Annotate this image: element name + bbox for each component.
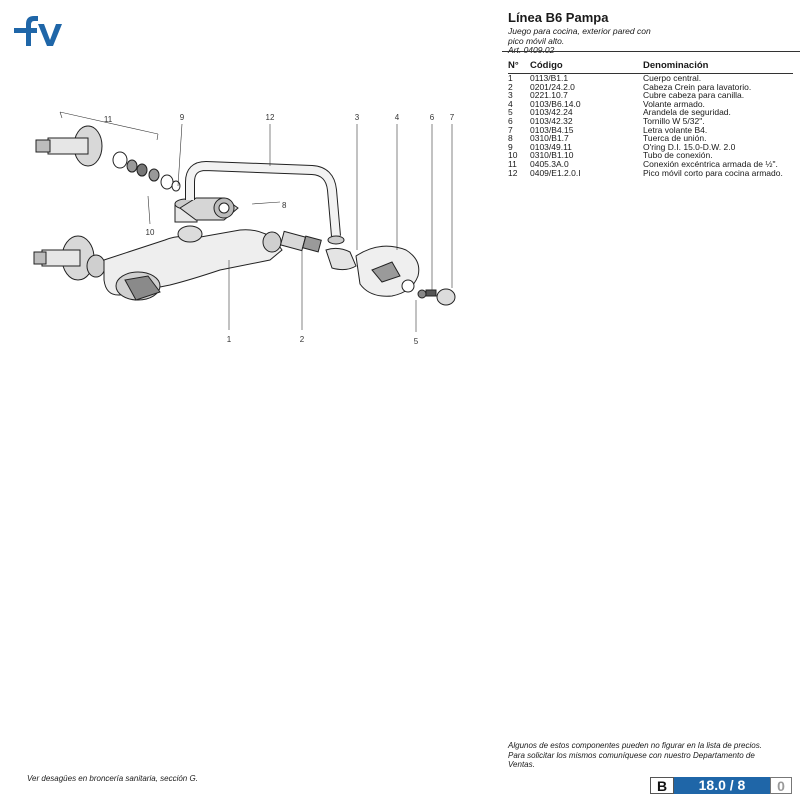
row-num: 1 xyxy=(508,73,513,83)
callout-1: 1 xyxy=(227,335,232,344)
footer-reference: Ver desagües en broncería sanitaria, sec… xyxy=(27,774,198,783)
header-divider xyxy=(502,51,800,52)
row-name: O'ring D.I. 15.0-D.W. 2.0 xyxy=(643,141,736,152)
table-row: 7 0103/B4.15 Letra volante B4. xyxy=(508,124,793,135)
product-article: Art. 0409.02 xyxy=(508,45,555,55)
callout-5: 5 xyxy=(414,337,419,346)
row-num: 7 xyxy=(508,124,513,135)
handle-letter xyxy=(436,288,456,306)
screw xyxy=(425,289,437,297)
callout-4: 4 xyxy=(395,113,400,122)
callout-11: 11 xyxy=(104,115,113,124)
table-row: 2 0201/24.2.0 Cabeza Crein para lavatorio. xyxy=(508,81,793,92)
row-name: Cabeza Crein para lavatorio. xyxy=(643,81,752,92)
table-row: 10 0310/B1.10 Tubo de conexión. xyxy=(508,151,793,160)
col-name-header: Denominación xyxy=(643,60,793,74)
row-name: Cuerpo central. xyxy=(643,73,702,83)
handle-volante xyxy=(355,245,420,297)
page-indicator: B 18.0 / 8 0 xyxy=(650,777,792,794)
page-section: B xyxy=(650,777,674,794)
callout-3: 3 xyxy=(355,113,360,122)
row-name: Pico móvil corto para cocina armado. xyxy=(643,167,783,178)
table-row: 1 0113/B1.1 Cuerpo central. xyxy=(508,74,793,83)
callout-7: 7 xyxy=(450,113,455,122)
row-num: 2 xyxy=(508,81,513,92)
row-num: 8 xyxy=(508,133,513,144)
row-code: 0221.10.7 xyxy=(530,90,568,101)
callout-2: 2 xyxy=(300,335,305,344)
table-row: 9 0103/49.11 O'ring D.I. 15.0-D.W. 2.0 xyxy=(508,143,793,152)
row-num: 4 xyxy=(508,98,513,109)
row-code: 0201/24.2.0 xyxy=(530,81,575,92)
table-row: 6 0103/42.32 Tornillo W 5/32". xyxy=(508,117,793,126)
row-num: 12 xyxy=(508,167,518,178)
parts-table: N° Código Denominación 1 0113/B1.1 Cuerpo … xyxy=(508,60,793,177)
mobile-spout xyxy=(185,160,345,245)
crein-head xyxy=(279,230,322,253)
table-row: 12 0409/E1.2.0.I Pico móvil corto para coc… xyxy=(508,167,793,178)
table-row: 4 0103/B6.14.0 Volante armado. xyxy=(508,100,793,109)
parts-table-header: N° Código Denominación xyxy=(508,60,793,74)
table-row: 5 0103/42.24 Arandela de seguridad. xyxy=(508,108,793,117)
row-name: Cubre cabeza para canilla. xyxy=(643,90,745,101)
fv-logo xyxy=(14,16,62,46)
row-name: Arandela de seguridad. xyxy=(643,107,731,118)
row-code: 0103/49.11 xyxy=(530,141,572,152)
row-code: 0103/B4.15 xyxy=(530,124,574,135)
union-nut xyxy=(179,197,239,221)
row-code: 0103/42.24 xyxy=(530,107,573,118)
row-name: Tubo de conexión. xyxy=(643,150,713,161)
product-subtitle-1: Juego para cocina, exterior pared con xyxy=(508,26,651,36)
row-name: Volante armado. xyxy=(643,98,705,109)
row-name: Conexión excéntrica armada de ½". xyxy=(643,158,778,169)
row-code: 0409/E1.2.0.I xyxy=(530,167,581,178)
col-code-header: Código xyxy=(530,60,643,74)
table-row: 11 0405.3A.0 Conexión excéntrica armada de… xyxy=(508,160,793,169)
row-num: 3 xyxy=(508,90,513,101)
product-title: Línea B6 Pampa xyxy=(508,10,609,25)
callout-6: 6 xyxy=(430,113,435,122)
page-revision: 0 xyxy=(770,777,792,794)
row-num: 9 xyxy=(508,141,513,152)
callout-9: 9 xyxy=(180,113,185,122)
cover-cap xyxy=(325,247,357,271)
row-num: 6 xyxy=(508,115,513,126)
row-code: 0310/B1.10 xyxy=(530,150,574,161)
row-num: 5 xyxy=(508,107,513,118)
row-code: 0405.3A.0 xyxy=(530,158,569,169)
callout-8: 8 xyxy=(282,201,287,210)
product-subtitle-2: pico móvil alto. xyxy=(508,35,565,46)
exploded-faucet-diagram: 11 9 10 12 8 3 4 6 7 1 2 5 xyxy=(33,111,456,346)
callout-10: 10 xyxy=(146,228,155,237)
row-code: 0113/B1.1 xyxy=(530,73,569,83)
table-row: 3 0221.10.7 Cubre cabeza para canilla. xyxy=(508,91,793,100)
row-num: 10 xyxy=(508,150,518,161)
availability-note: Algunos de estos componentes pueden no f… xyxy=(508,741,762,769)
row-name: Tuerca de unión. xyxy=(643,133,707,144)
safety-washer xyxy=(417,289,427,299)
eccentric-connection-lower xyxy=(33,235,106,281)
row-num: 11 xyxy=(508,158,517,169)
page-number: 18.0 / 8 xyxy=(674,777,770,794)
row-name: Letra volante B4. xyxy=(643,124,708,135)
callout-12: 12 xyxy=(266,113,275,122)
central-body xyxy=(103,225,283,301)
table-row: 8 0310/B1.7 Tuerca de unión. xyxy=(508,134,793,143)
eccentric-connection-upper xyxy=(35,125,181,192)
col-num-header: N° xyxy=(508,60,530,74)
row-code: 0103/B6.14.0 xyxy=(530,98,581,109)
product-header: Línea B6 Pampa Juego para cocina, exteri… xyxy=(508,10,793,56)
row-name: Tornillo W 5/32". xyxy=(643,115,705,126)
row-code: 0103/42.32 xyxy=(530,115,573,126)
row-code: 0310/B1.7 xyxy=(530,133,569,144)
